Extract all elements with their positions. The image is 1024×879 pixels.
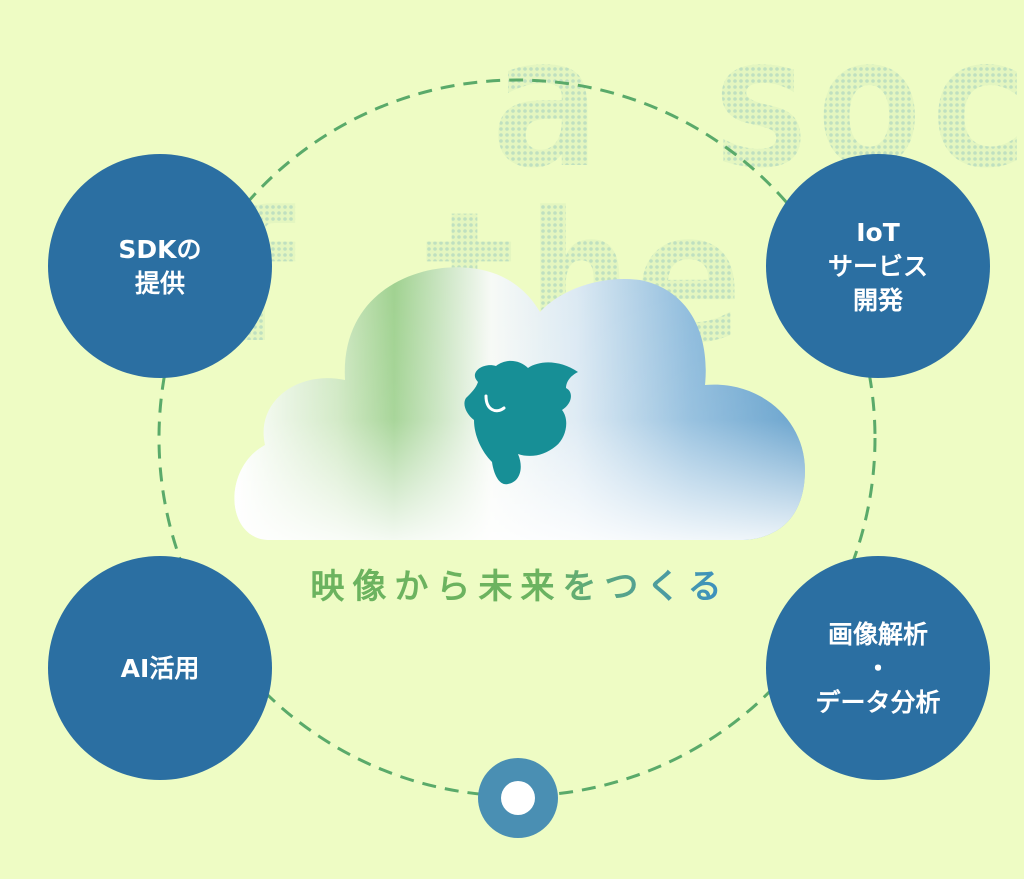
service-node-label: 開発 <box>853 286 904 315</box>
service-node-circle <box>48 154 272 378</box>
service-node-label: ・ <box>865 654 890 683</box>
service-node-ai: AI活用 <box>48 556 272 780</box>
ring-dot-icon <box>478 758 558 838</box>
service-node-circle <box>766 556 990 780</box>
owl-bird-icon <box>464 360 578 485</box>
service-node-label: SDKの <box>118 235 201 264</box>
service-node-label: 画像解析 <box>828 620 928 649</box>
service-node-label: サービス <box>828 252 928 281</box>
service-node-circle <box>766 154 990 378</box>
service-node-image-analysis: 画像解析・データ分析 <box>766 556 990 780</box>
service-node-label: AI活用 <box>121 654 200 683</box>
service-node-label: 提供 <box>135 269 185 298</box>
tagline: 映像から未来をつくる <box>310 567 729 607</box>
service-node-circle <box>48 556 272 780</box>
service-node-label: IoT <box>856 218 900 247</box>
service-node-label: データ分析 <box>815 688 940 717</box>
